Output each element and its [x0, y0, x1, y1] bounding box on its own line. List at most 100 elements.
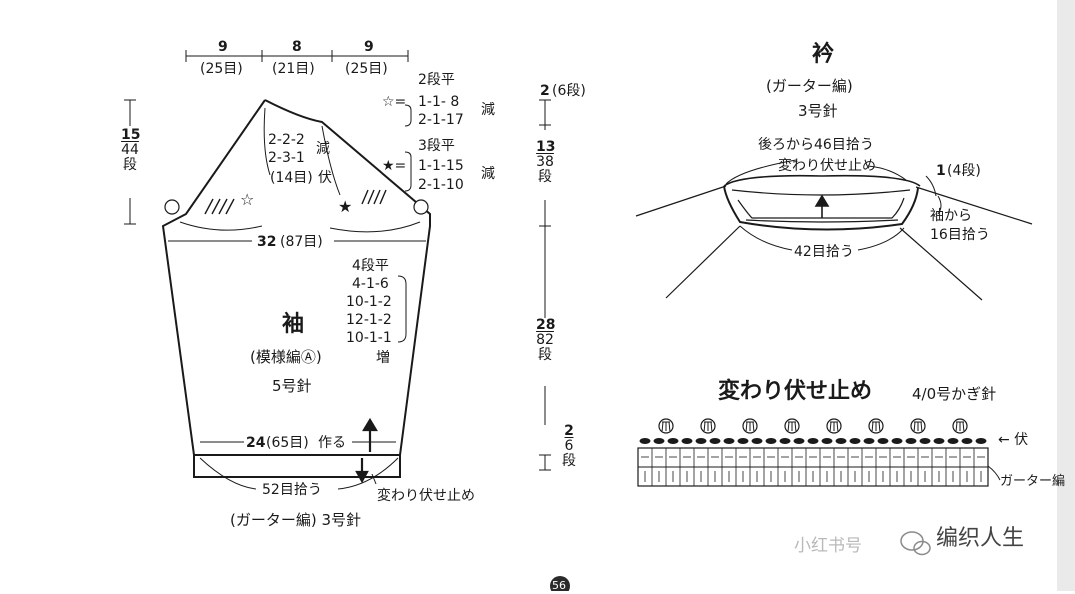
chain-stitch-symbol — [933, 438, 945, 444]
cap-left-line-2: 2-3-1 — [268, 150, 305, 166]
chain-stitch-symbol — [793, 438, 805, 444]
chain-stitch-symbol — [779, 438, 791, 444]
sleeve-title: 袖 — [282, 312, 305, 337]
cap-height-label: 15 44 段 — [121, 127, 141, 173]
filled-star-line-1: 1-1-15 — [418, 158, 464, 174]
bindoff-chart-garter: ガーター編 — [1000, 474, 1066, 489]
sleeve-needle: 5号針 — [272, 377, 312, 395]
collar-rows-cm: 1 — [936, 163, 946, 179]
bottom-bindoff: 変わり伏せ止め — [377, 488, 475, 504]
chain-stitch-symbol — [653, 438, 665, 444]
filled-star-dec: 減 — [481, 166, 495, 182]
bindoff-chart — [637, 418, 989, 487]
chain-stitch-symbol — [905, 438, 917, 444]
chain-stitch-symbol — [863, 438, 875, 444]
open-star-eq: ☆= — [382, 94, 407, 110]
bindoff-chart-bind: ← 伏 — [998, 432, 1029, 448]
bottom-edge-label: (ガーター編) 3号針 — [230, 511, 362, 529]
width-32-sts: (87目) — [280, 234, 323, 250]
inc-head: 4段平 — [352, 258, 389, 274]
cap-left-bind: 伏 — [318, 170, 332, 186]
inc-line-2: 10-1-2 — [346, 294, 392, 310]
open-star-line-2: 2-1-17 — [418, 112, 464, 128]
collar-sleeve-pickup-2: 16目拾う — [930, 227, 990, 243]
scale-1-rows: (6段) — [552, 83, 586, 99]
width-32-cm: 32 — [257, 234, 277, 250]
collar-pattern: (ガーター編) — [766, 77, 853, 95]
bottom-width-sts: (65目) — [266, 435, 309, 451]
bindoff-chart-hook: 4/0号かぎ針 — [912, 385, 997, 403]
collar-back-pickup: 後ろから46目拾う — [758, 137, 874, 153]
inc-line-3: 12-1-2 — [346, 312, 392, 328]
collar-front-pickup: 42目拾う — [794, 244, 854, 260]
sleeve-outline — [161, 99, 431, 478]
open-star-dec: 減 — [481, 102, 495, 118]
chain-stitch-symbol — [737, 438, 749, 444]
collar-leaders — [725, 159, 942, 251]
garter-leader — [987, 465, 1001, 481]
top-width-dimension — [185, 50, 409, 62]
chain-stitch-symbol — [835, 438, 847, 444]
chain-stitch-symbol — [639, 438, 651, 444]
cap-left-line-1: 2-2-2 — [268, 132, 305, 148]
chain-stitch-symbol — [821, 438, 833, 444]
picot-symbol — [868, 418, 884, 434]
chain-stitch-symbol — [765, 438, 777, 444]
top-width-3-sts: (25目) — [345, 61, 388, 77]
filled-star-icon: ★ — [338, 197, 353, 216]
cap-left-line-3: (14目) — [270, 170, 313, 186]
picot-symbol — [700, 418, 716, 434]
bindoff-chart-title: 変わり伏せ止め — [718, 379, 873, 404]
chain-stitch-symbol — [919, 438, 931, 444]
direction-arrows — [355, 417, 378, 484]
chain-stitch-symbol — [975, 438, 987, 444]
chain-stitch-symbol — [877, 438, 889, 444]
top-width-3-cm: 9 — [364, 39, 374, 55]
filled-star-eq: ★= — [382, 158, 407, 174]
chain-stitch-symbol — [891, 438, 903, 444]
cap-hatching — [204, 189, 387, 215]
rednote-watermark: 小红书号 — [794, 536, 862, 556]
collar-rows: (4段) — [947, 163, 981, 179]
chain-stitch-symbol — [709, 438, 721, 444]
collar-needle: 3号針 — [798, 102, 838, 120]
top-width-2-sts: (21目) — [272, 61, 315, 77]
chain-stitch-symbol — [695, 438, 707, 444]
open-star-head: 2段平 — [418, 72, 455, 88]
increase-bracket — [397, 104, 412, 343]
picot-symbol — [826, 418, 842, 434]
picot-symbol — [742, 418, 758, 434]
inc-line-1: 4-1-6 — [352, 276, 389, 292]
wechat-icon — [900, 531, 931, 556]
scale-3-label: 28 82 段 — [536, 317, 556, 363]
page-number-badge — [550, 576, 570, 591]
open-star-icon: ☆ — [240, 190, 255, 209]
top-width-2-cm: 8 — [292, 39, 302, 55]
bottom-width-suffix: 作る — [318, 435, 346, 451]
wechat-watermark: 编织人生 — [936, 526, 1025, 551]
picot-symbol — [910, 418, 926, 434]
bottom-width-cm: 24 — [246, 435, 266, 451]
chain-stitch-symbol — [849, 438, 861, 444]
chain-stitch-symbol — [947, 438, 959, 444]
picot-symbol — [784, 418, 800, 434]
collar-bindoff: 変わり伏せ止め — [778, 158, 876, 174]
inc-line-4: 10-1-1 — [346, 330, 392, 346]
cap-left-dec: 減 — [316, 141, 330, 157]
top-width-1-cm: 9 — [218, 39, 228, 55]
chain-stitch-symbol — [667, 438, 679, 444]
chain-stitch-symbol — [723, 438, 735, 444]
collar-title: 衿 — [812, 42, 835, 67]
collar-arrow — [814, 194, 830, 218]
page-number: 56 — [552, 579, 566, 592]
bottom-pickup: 52目拾う — [262, 482, 322, 498]
shoulder-circles — [164, 199, 429, 215]
open-star-line-1: 1-1- 8 — [418, 94, 460, 110]
filled-star-head: 3段平 — [418, 138, 455, 154]
scale-4-label: 2 6 段 — [562, 423, 576, 469]
vertical-scale — [539, 99, 551, 471]
bottom-width-dimension — [199, 441, 399, 490]
cap-height-dimension — [124, 99, 136, 225]
chain-stitch-symbol — [681, 438, 693, 444]
